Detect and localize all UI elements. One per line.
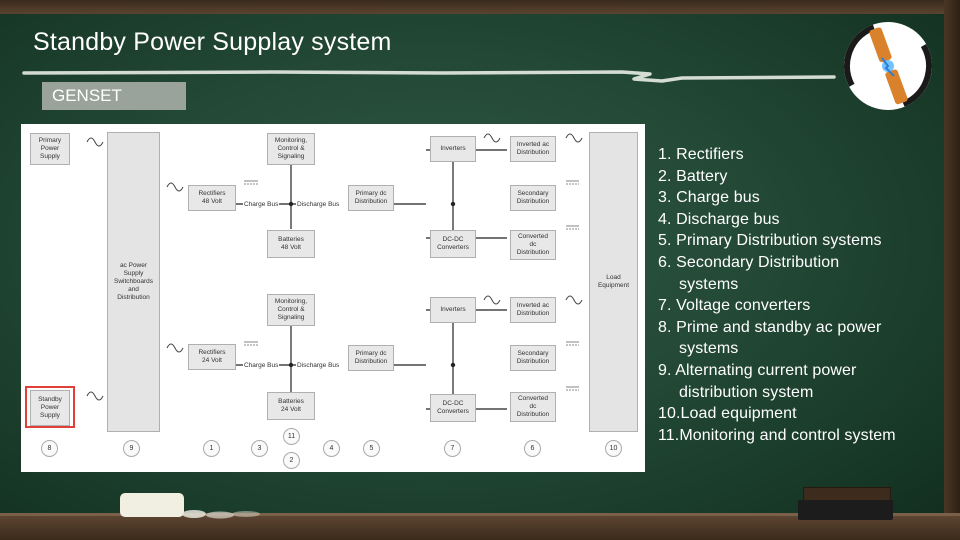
callout-8: 8 (41, 440, 58, 457)
callout-10: 10 (605, 440, 622, 457)
chalk-underline (22, 70, 836, 83)
block-secondary-top: Secondary Distribution (510, 185, 556, 211)
components-list: 1. Rectifiers 2. Battery 3. Charge bus 4… (658, 144, 928, 446)
block-rectifiers-24: Rectifiers 24 Volt (188, 344, 236, 370)
chalk-stick (120, 493, 184, 517)
bus-label-discharge-bottom: Discharge Bus (296, 362, 341, 369)
standby-highlight (25, 386, 75, 428)
block-inverted-ac-bottom: Inverted ac Distribution (510, 297, 556, 323)
block-primary-dc-top: Primary dc Distribution (348, 185, 394, 211)
list-item: 11.Monitoring and control system (658, 426, 896, 444)
bus-label-charge-top: Charge Bus (243, 201, 280, 208)
board-frame-top (0, 0, 960, 14)
eraser-handle (803, 487, 891, 501)
callout-7: 7 (444, 440, 461, 457)
callout-6: 6 (524, 440, 541, 457)
list-item: 10.Load equipment (658, 405, 797, 423)
power-plug-logo (844, 21, 932, 110)
chalk-dust (182, 510, 260, 519)
callout-5: 5 (363, 440, 380, 457)
block-monitoring-top: Monitoring, Control & Signaling (267, 133, 315, 165)
list-item: 7. Voltage converters (658, 297, 811, 315)
block-secondary-bottom: Secondary Distribution (510, 345, 556, 371)
list-item: 9. Alternating current power (658, 361, 857, 379)
block-standby-power-supply: Standby Power Supply (30, 390, 70, 426)
block-inverters-bottom: Inverters (430, 297, 476, 323)
block-dcdc-bottom: DC-DC Converters (430, 394, 476, 422)
block-converted-dc-top: Converted dc Distribution (510, 230, 556, 260)
chalk-tray (0, 516, 960, 540)
list-item: 3. Charge bus (658, 189, 760, 207)
callout-11: 11 (283, 428, 300, 445)
block-ac-switchboards: ac Power Supply Switchboards and Distrib… (107, 132, 160, 432)
block-batteries-48: Batteries 48 Volt (267, 230, 315, 258)
list-item: 5. Primary Distribution systems (658, 232, 882, 250)
block-inverted-ac-top: Inverted ac Distribution (510, 136, 556, 162)
list-item: 1. Rectifiers (658, 146, 744, 163)
callout-2: 2 (283, 452, 300, 469)
block-dcdc-top: DC-DC Converters (430, 230, 476, 258)
list-item: 6. Secondary Distribution (658, 253, 840, 271)
list-item-continuation: systems (679, 340, 739, 358)
block-monitoring-bottom: Monitoring, Control & Signaling (267, 294, 315, 326)
list-item: 8. Prime and standby ac power (658, 318, 882, 336)
genset-tag: GENSET (42, 82, 186, 110)
block-primary-power-supply: Primary Power Supply (30, 133, 70, 165)
bus-label-charge-bottom: Charge Bus (243, 362, 280, 369)
callout-4: 4 (323, 440, 340, 457)
board-frame-right (944, 0, 960, 540)
list-item: 4. Discharge bus (658, 210, 780, 228)
block-converted-dc-bottom: Converted dc Distribution (510, 392, 556, 422)
chalk-tray-edge (0, 513, 960, 516)
callout-1: 1 (203, 440, 220, 457)
list-item: 2. Battery (658, 167, 728, 185)
block-load-equipment: Load Equipment (589, 132, 638, 432)
eraser-felt (798, 500, 893, 520)
callout-3: 3 (251, 440, 268, 457)
list-item-continuation: systems (679, 275, 739, 293)
list-item-continuation: distribution system (679, 383, 814, 401)
block-primary-dc-bottom: Primary dc Distribution (348, 345, 394, 371)
callout-9: 9 (123, 440, 140, 457)
block-batteries-24: Batteries 24 Volt (267, 392, 315, 420)
bus-label-discharge-top: Discharge Bus (296, 201, 341, 208)
slide-title: Standby Power Supplay system (33, 28, 392, 56)
block-inverters-top: Inverters (430, 136, 476, 162)
power-system-diagram: Primary Power Supply ac Power Supply Swi… (21, 124, 645, 472)
block-rectifiers-48: Rectifiers 48 Volt (188, 185, 236, 211)
